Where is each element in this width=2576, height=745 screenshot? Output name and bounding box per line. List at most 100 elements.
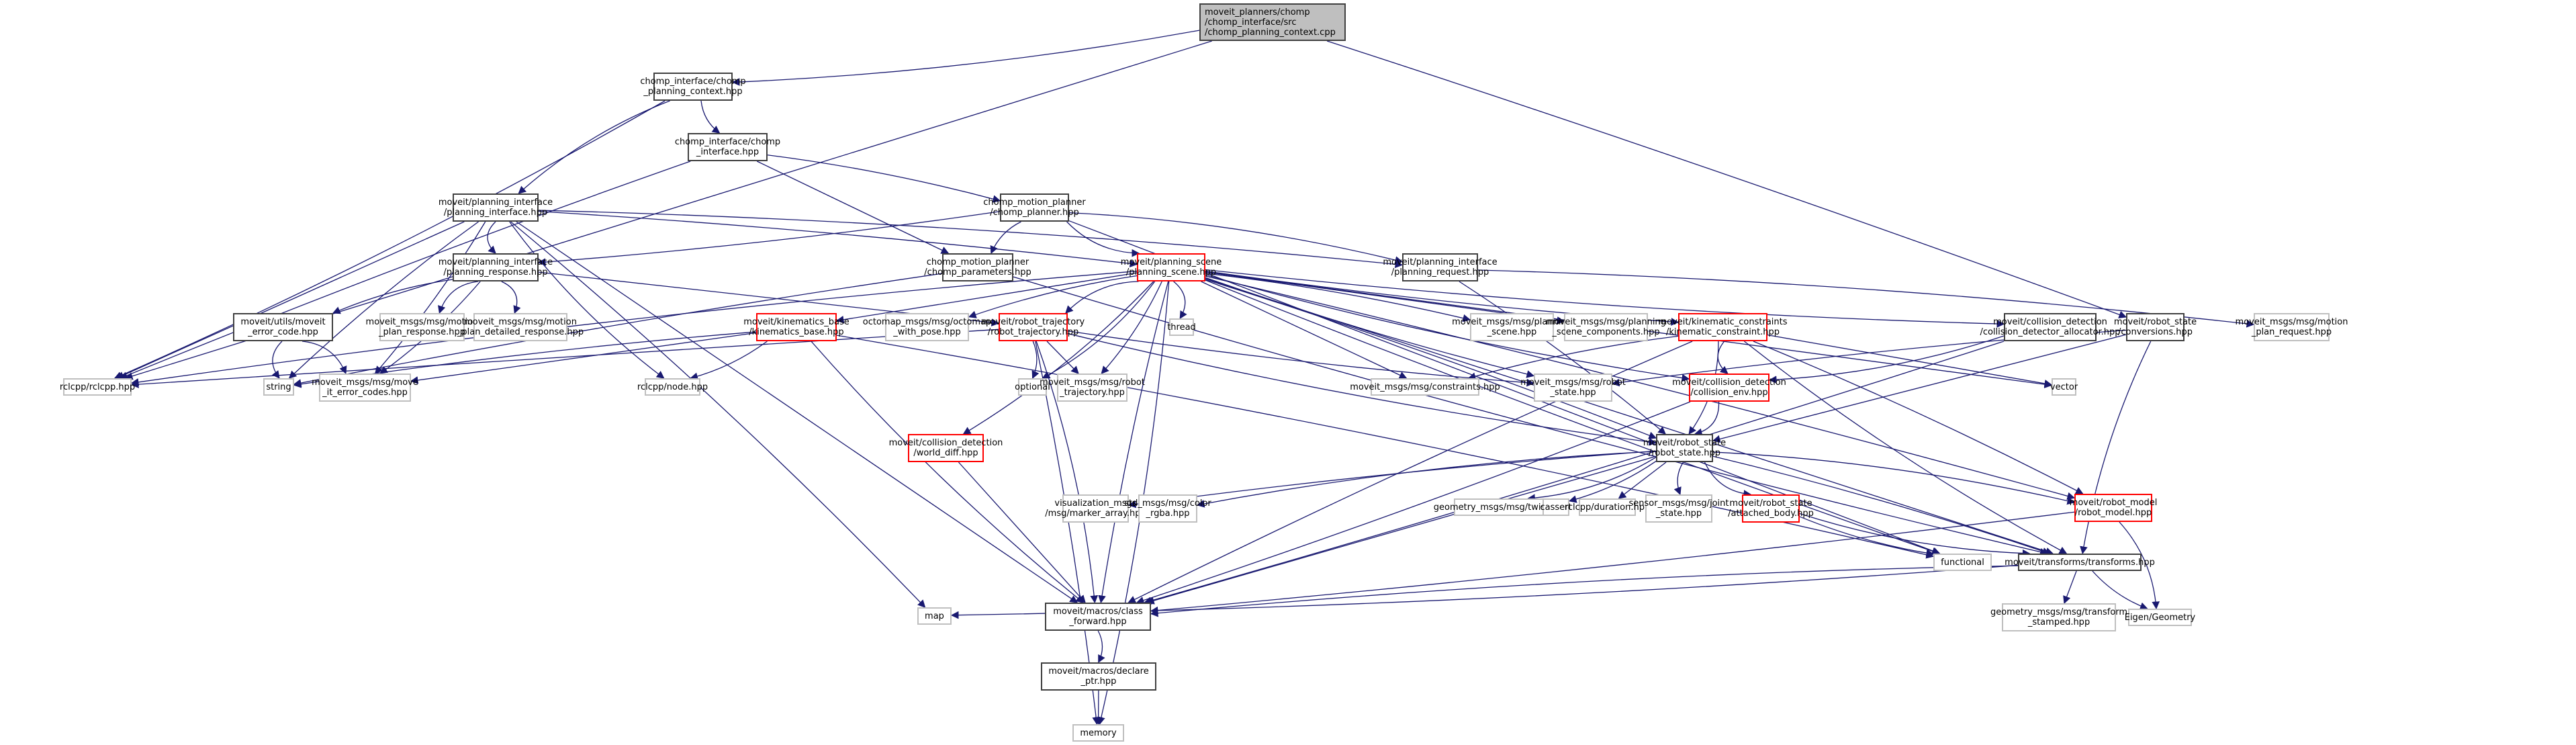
edge-ps-to-wd bbox=[962, 281, 1154, 435]
node-motion-plan-response-msg: moveit_msgs/msg/motion _plan_response.hp… bbox=[366, 313, 478, 341]
edge-ps-to-functional bbox=[1205, 279, 1940, 556]
node-class-forward-hpp[interactable]: moveit/macros/class _forward.hpp bbox=[1045, 603, 1151, 631]
node-robot-trajectory-hpp[interactable]: moveit/robot_trajectory /robot_trajector… bbox=[982, 313, 1085, 341]
edge-rt-to-rs bbox=[1067, 333, 1657, 446]
node-chomp-interface-hpp[interactable]: chomp_interface/chomp _interface.hpp bbox=[675, 133, 780, 161]
edge-conv-to-rs bbox=[1712, 334, 2127, 443]
edge-ab-to-functional bbox=[1799, 516, 1935, 557]
edge-tf-to-eigen bbox=[2092, 570, 2148, 610]
edge-pi-to-pr bbox=[487, 221, 496, 254]
node-marker-array-msg: visualization_msgs /msg/marker_array.hpp bbox=[1045, 494, 1146, 523]
edge-pi-to-node bbox=[509, 221, 665, 379]
edge-ci-to-cp bbox=[767, 155, 1001, 203]
node-move-it-error-codes-msg: moveit_msgs/msg/move _it_error_codes.hpp bbox=[312, 374, 418, 402]
node-collision-env-hpp[interactable]: moveit/collision_detection /collision_en… bbox=[1672, 374, 1786, 402]
edge-ab-to-tf bbox=[1799, 513, 2031, 558]
edge-rt-to-cf bbox=[1036, 341, 1099, 604]
edge-ps-to-thread bbox=[1173, 281, 1187, 320]
edge-ps-to-rm bbox=[1205, 275, 2076, 500]
edge-rt-to-optional bbox=[1031, 341, 1040, 380]
node-twist-msg: geometry_msgs/msg/twist.hpp bbox=[1434, 498, 1568, 516]
node-duration-hpp: rclcpp/duration.hpp bbox=[1565, 498, 1650, 516]
node-attached-body-hpp[interactable]: moveit/robot_state /attached_body.hpp bbox=[1728, 494, 1814, 523]
edge-rs-to-cassert bbox=[1568, 460, 1657, 503]
edge-mec-to-mecs bbox=[302, 341, 347, 375]
node-conversions-hpp[interactable]: moveit/robot_state /conversions.hpp bbox=[2114, 313, 2197, 341]
node-planning-scene-hpp[interactable]: moveit/planning_scene /planning_scene.hp… bbox=[1121, 253, 1222, 281]
node-chomp-planner-hpp[interactable]: chomp_motion_planner /chomp_planner.hpp bbox=[983, 193, 1086, 222]
node-robot-model-hpp[interactable]: moveit/robot_model /robot_model.hpp bbox=[2070, 494, 2157, 522]
edge-ps-to-mps bbox=[1205, 273, 1471, 322]
node-rclcpp-node-hpp: rclcpp/node.hpp bbox=[637, 378, 708, 396]
edge-rs-to-rm bbox=[1712, 451, 2076, 505]
edge-rm-to-cf bbox=[1150, 511, 2075, 615]
edge-kc-to-vector bbox=[1767, 335, 2053, 388]
edge-rs-to-cf bbox=[1146, 455, 1657, 605]
node-planning-response-hpp[interactable]: moveit/planning_interface /planning_resp… bbox=[439, 253, 553, 281]
edge-pr-to-mec bbox=[332, 279, 453, 314]
node-kinematics-base-hpp[interactable]: moveit/kinematics_base /kinematics_base.… bbox=[743, 313, 849, 341]
edge-ps-to-kb bbox=[835, 272, 1138, 324]
node-robot-state-hpp[interactable]: moveit/robot_state /robot_state.hpp bbox=[1643, 434, 1726, 462]
node-transform-stamped-msg: geometry_msgs/msg/transform _stamped.hpp bbox=[1990, 603, 2127, 631]
edge-root-to-cpc bbox=[731, 30, 1200, 86]
edge-pr-to-mpdres bbox=[501, 281, 521, 314]
edge-pi-to-mecs bbox=[374, 221, 486, 374]
node-collision-detector-allocator-hpp[interactable]: moveit/collision_detection /collision_de… bbox=[1980, 313, 2121, 341]
edge-pi-to-cf bbox=[516, 221, 1078, 603]
edge-ps-to-rt bbox=[1065, 281, 1139, 314]
edge-ps-to-cda bbox=[1205, 269, 2005, 328]
node-chomp-planning-context-cpp[interactable]: moveit_planners/chomp /chomp_interface/s… bbox=[1199, 3, 1346, 41]
node-constraints-msg: moveit_msgs/msg/constraints.hpp bbox=[1350, 378, 1500, 396]
edge-kc-to-tf bbox=[1743, 341, 2068, 554]
node-motion-plan-request-msg: moveit_msgs/msg/motion _plan_request.hpp bbox=[2236, 313, 2348, 341]
edge-ps-to-mcons bbox=[1201, 281, 1408, 379]
edge-cparams-to-tf bbox=[1013, 276, 2048, 556]
edge-rs-to-crgba bbox=[1196, 451, 1657, 508]
edge-tf-to-cf bbox=[1150, 565, 2019, 617]
edge-pr-to-mpres bbox=[438, 281, 479, 314]
edge-ps-to-tf bbox=[1205, 277, 2054, 556]
edge-rt-to-rclcpp bbox=[130, 328, 999, 388]
edge-kb-to-cf bbox=[811, 341, 1085, 603]
edge-cenv-to-rs bbox=[1694, 401, 1720, 436]
node-memory: memory bbox=[1072, 724, 1124, 742]
node-rclcpp-hpp: rclcpp/rclcpp.hpp bbox=[60, 378, 135, 396]
node-transforms-hpp[interactable]: moveit/transforms/transforms.hpp bbox=[2005, 554, 2155, 571]
node-robot-state-msg: moveit_msgs/msg/robot _state.hpp bbox=[1520, 374, 1626, 402]
node-kinematic-constraint-hpp[interactable]: moveit/kinematic_constraints /kinematic_… bbox=[1659, 313, 1788, 341]
edge-kb-to-node bbox=[690, 341, 768, 380]
edge-mec-to-string bbox=[271, 341, 283, 379]
edge-rs-to-twist bbox=[1527, 457, 1657, 502]
edge-cparams-to-string bbox=[293, 273, 943, 387]
edge-tf-to-tfs bbox=[2063, 570, 2077, 605]
edge-kc-to-mcons bbox=[1467, 335, 1679, 380]
edge-ps-to-rclcpp bbox=[130, 271, 1138, 386]
node-moveit-error-code-hpp[interactable]: moveit/utils/moveit _error_code.hpp bbox=[233, 313, 333, 341]
node-planning-scene-msg: moveit_msgs/msg/planning _scene.hpp bbox=[1452, 313, 1572, 341]
edge-ps-to-rs bbox=[1205, 279, 1657, 439]
node-joint-state-msg: sensor_msgs/msg/joint _state.hpp bbox=[1629, 494, 1729, 523]
node-chomp-planning-context-hpp[interactable]: chomp_interface/chomp _planning_context.… bbox=[640, 73, 746, 101]
node-planning-request-hpp[interactable]: moveit/planning_interface /planning_requ… bbox=[1383, 253, 1498, 281]
edge-pi-to-string bbox=[288, 221, 479, 379]
node-cassert: cassert bbox=[1540, 498, 1572, 516]
edge-cp-to-ps bbox=[1066, 221, 1140, 257]
edge-rt-to-mrs bbox=[1067, 331, 1535, 387]
node-declare-ptr-hpp[interactable]: moveit/macros/declare _ptr.hpp bbox=[1041, 662, 1156, 691]
node-functional: functional bbox=[1933, 554, 1992, 571]
edge-cp-to-preq bbox=[1068, 212, 1404, 264]
edge-cda-to-cenv bbox=[1768, 335, 2005, 384]
edge-pi-to-preq bbox=[538, 210, 1404, 269]
node-world-diff-hpp[interactable]: moveit/collision_detection /world_diff.h… bbox=[889, 434, 1003, 462]
edge-rs-to-js bbox=[1673, 462, 1684, 496]
node-optional: optional bbox=[1015, 378, 1050, 396]
edge-cpc-to-rclcpp bbox=[113, 100, 665, 380]
edge-pi-to-ps bbox=[538, 211, 1138, 268]
edge-ps-to-cf bbox=[1098, 281, 1169, 604]
node-planning-interface-hpp[interactable]: moveit/planning_interface /planning_inte… bbox=[439, 193, 553, 222]
node-chomp-parameters-hpp[interactable]: chomp_motion_planner /chomp_parameters.h… bbox=[924, 253, 1031, 281]
edge-rs-to-dur bbox=[1618, 462, 1667, 499]
edge-rs-to-ab bbox=[1704, 462, 1752, 498]
